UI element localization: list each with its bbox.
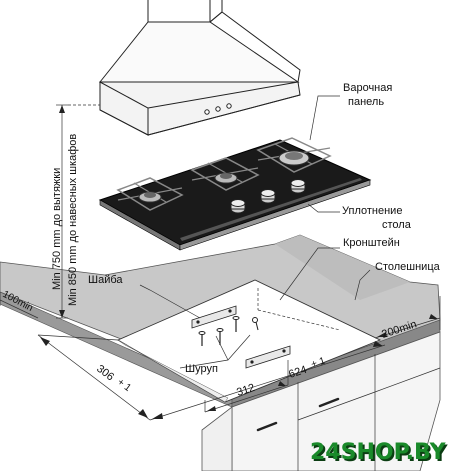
burner-left	[116, 177, 184, 211]
bracket-spacing-dimension: 312	[204, 360, 289, 413]
hob-panel-label-1: Варочная	[343, 82, 392, 94]
watermark-shadow: 24SHOP.BY	[312, 442, 449, 467]
hob-knobs	[230, 179, 306, 214]
bracket-label: Кронштейн	[343, 237, 400, 249]
screws	[198, 316, 259, 346]
callout-leaders	[139, 95, 371, 369]
hob-panel-label-2: панель	[348, 96, 384, 108]
cutout-width-dimension: 624 + 1	[149, 341, 386, 421]
cutout-depth-text: 306 + 1	[94, 362, 133, 396]
watermark: 24SHOP.BY 24SHOP.BY	[310, 440, 449, 467]
countertop-label: Столешница	[375, 261, 441, 273]
mounting-bracket-bottom	[245, 345, 291, 369]
mounting-bracket-top	[191, 305, 237, 329]
cutout-width-text: 624 + 1	[287, 355, 328, 380]
gas-hob	[98, 137, 372, 251]
washer-label: Шайба	[88, 274, 123, 286]
burner-middle	[190, 157, 260, 191]
range-hood	[98, 0, 301, 136]
seal-label-1: Уплотнение	[342, 205, 402, 217]
watermark-text: 24SHOP.BY	[310, 440, 447, 465]
hood-clearance-dimension: Min 750 mm до вытяжки Min 850 mm до наве…	[51, 104, 100, 319]
cabinet	[201, 331, 441, 471]
clearance-hood-text: Min 750 mm до вытяжки	[51, 168, 63, 290]
clearance-cabinets-text: Min 850 mm до навесных шкафов	[67, 134, 79, 306]
screw-label: Шуруп	[185, 363, 218, 375]
bracket-spacing-text: 312	[235, 382, 256, 399]
burner-wok	[256, 137, 332, 173]
seal-label-2: стола	[382, 219, 412, 231]
